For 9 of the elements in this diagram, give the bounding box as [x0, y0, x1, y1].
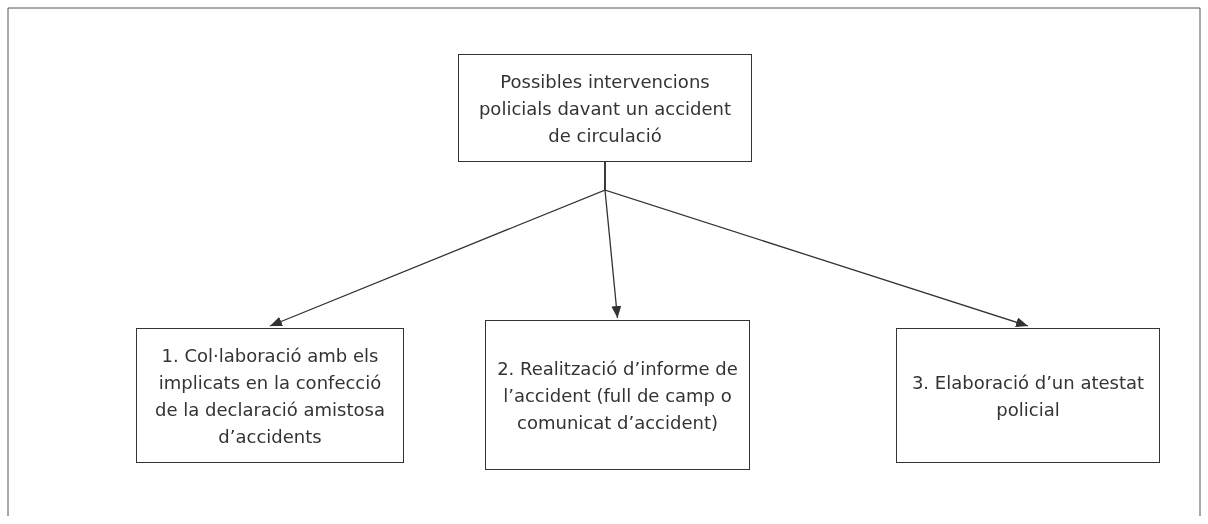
process-box	[485, 320, 750, 470]
process-box	[136, 328, 404, 463]
box-text: 2. Realització d’informe de l’accident (full de camp o comunicat d’accident)	[496, 356, 739, 435]
process-box	[896, 328, 1160, 463]
arrow	[604, 161, 1029, 328]
root-box	[458, 54, 752, 162]
box-text: 3. Elaboració d’un atestat policial	[910, 370, 1146, 422]
box-text: Possibles intervencions policials davant un accident de circulació	[477, 69, 733, 148]
box-text: 1. Col·laboració amb els implicats en la confecció de la declaració amistosa d’accidents	[154, 343, 386, 449]
